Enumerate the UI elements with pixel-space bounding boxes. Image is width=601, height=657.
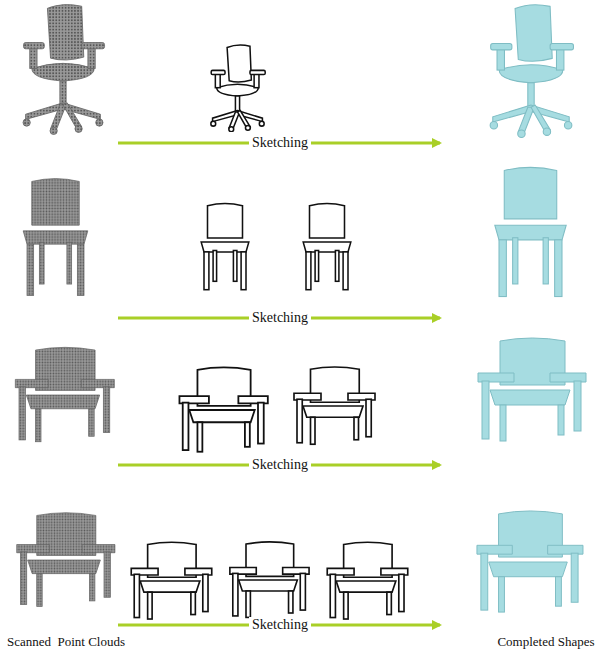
arrow-label: Sketching [249, 457, 311, 473]
column-caption: Scanned Point Clouds [7, 635, 125, 650]
arrow-label: Sketching [249, 135, 311, 151]
arrow-label: Sketching [249, 617, 311, 633]
arrow-label: Sketching [249, 310, 311, 326]
column-caption: Completed Shapes [497, 635, 594, 650]
